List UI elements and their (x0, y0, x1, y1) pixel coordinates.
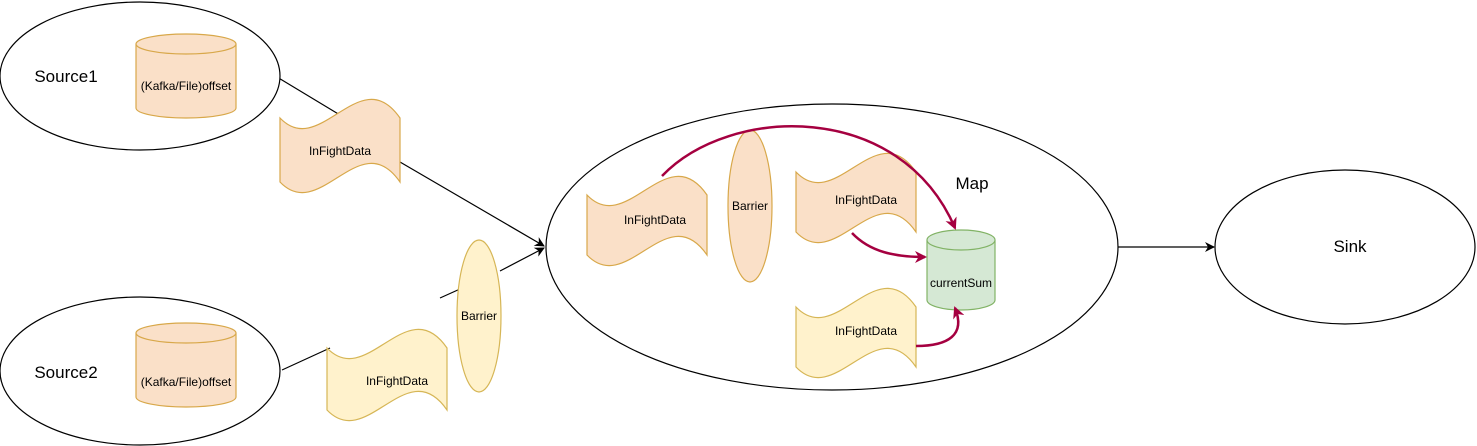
current-sum-state: currentSum (926, 229, 996, 311)
map-barrier-label: Barrier (732, 199, 768, 213)
map-inflight-bottom-label: InFightData (835, 324, 897, 338)
inflight-data-source2-label: InFightData (366, 374, 428, 388)
map-inflight-bottom: InFightData (795, 287, 917, 379)
source2-offset-store: (Kafka/File)offset (135, 322, 237, 408)
barrier-source2-label: Barrier (461, 309, 497, 323)
state-update-arrow-from-barrier-data (661, 125, 957, 230)
state-update-arrow-from-top-data (851, 232, 927, 263)
map-inflight-top: InFightData (795, 152, 917, 244)
map-inflight-top-label: InFightData (835, 193, 897, 207)
map-barrier: Barrier (727, 129, 773, 283)
source1-label: Source1 (34, 67, 97, 86)
source2-node[interactable]: Source2 (Kafka/File)offset (0, 296, 281, 446)
source1-store-label: (Kafka/File)offset (141, 79, 232, 93)
inflight-data-source1-label: InFightData (309, 144, 371, 158)
map-inflight-left: InFightData (586, 175, 708, 267)
map-inflight-left-label: InFightData (624, 213, 686, 227)
source1-offset-store: (Kafka/File)offset (135, 33, 237, 119)
source2-store-label: (Kafka/File)offset (141, 375, 232, 389)
barrier-source2: Barrier (456, 239, 502, 393)
source1-node[interactable]: Source1 (Kafka/File)offset (0, 1, 281, 151)
inflight-data-source1: InFightData (279, 98, 401, 194)
edge-source2-to-map (281, 248, 544, 371)
map-node[interactable]: Map InFightData Barrier InFightData InFi… (545, 103, 1119, 391)
sink-node[interactable]: Sink (1214, 169, 1476, 325)
source2-label: Source2 (34, 363, 97, 382)
map-label: Map (955, 174, 988, 193)
sink-label: Sink (1333, 237, 1367, 256)
current-sum-label: currentSum (930, 276, 992, 290)
edge-source1-to-map (276, 76, 544, 246)
state-update-arrow-from-bottom-data (915, 306, 965, 348)
inflight-data-source2: InFightData (326, 328, 448, 422)
